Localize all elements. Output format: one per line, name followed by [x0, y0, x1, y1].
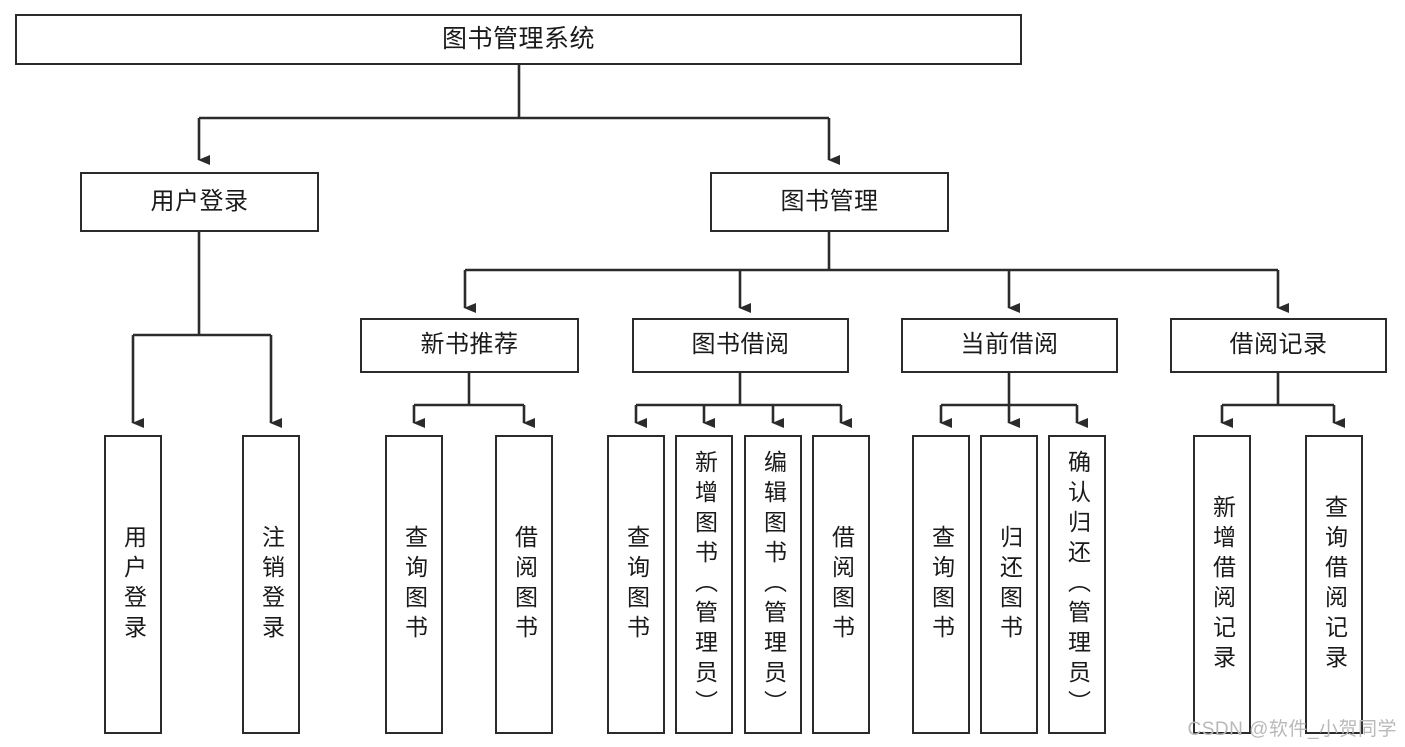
leaf-user-login-label: 用户登录 — [120, 524, 147, 645]
node-root[interactable]: 图书管理系统 — [15, 14, 1022, 65]
watermark: CSDN @软件_小贺同学 — [1187, 719, 1397, 740]
node-borrow-record-label: 借阅记录 — [1229, 331, 1328, 359]
leaf-borrow-query-book-label: 查询图书 — [623, 524, 650, 645]
leaf-new-book-borrow-label: 借阅图书 — [511, 524, 538, 645]
node-current-borrow-label: 当前借阅 — [960, 331, 1059, 359]
leaf-add-book-admin-label: 新增图书（管理员） — [691, 449, 718, 720]
leaf-query-borrow-record-label: 查询借阅记录 — [1321, 494, 1348, 675]
node-current-borrow[interactable]: 当前借阅 — [901, 318, 1118, 373]
node-root-label: 图书管理系统 — [441, 24, 595, 53]
leaf-user-login[interactable]: 用户登录 — [104, 435, 162, 734]
leaf-new-book-query[interactable]: 查询图书 — [385, 435, 443, 734]
node-new-book-recommend[interactable]: 新书推荐 — [360, 318, 579, 373]
leaf-edit-book-admin[interactable]: 编辑图书（管理员） — [744, 435, 802, 734]
leaf-current-query-book-label: 查询图书 — [928, 524, 955, 645]
leaf-return-book-label: 归还图书 — [996, 524, 1023, 645]
node-book-borrow[interactable]: 图书借阅 — [632, 318, 849, 373]
leaf-query-borrow-record[interactable]: 查询借阅记录 — [1305, 435, 1363, 734]
leaf-new-book-borrow[interactable]: 借阅图书 — [495, 435, 553, 734]
leaf-add-book-admin[interactable]: 新增图书（管理员） — [675, 435, 733, 734]
node-book-management[interactable]: 图书管理 — [710, 172, 949, 232]
leaf-current-query-book[interactable]: 查询图书 — [912, 435, 970, 734]
node-borrow-record[interactable]: 借阅记录 — [1170, 318, 1387, 373]
node-book-management-label: 图书管理 — [780, 187, 879, 215]
leaf-borrow-book-label: 借阅图书 — [828, 524, 855, 645]
leaf-new-book-query-label: 查询图书 — [401, 524, 428, 645]
leaf-return-book[interactable]: 归还图书 — [980, 435, 1038, 734]
leaf-logout[interactable]: 注销登录 — [242, 435, 300, 734]
node-book-borrow-label: 图书借阅 — [691, 331, 790, 359]
leaf-add-borrow-record-label: 新增借阅记录 — [1209, 494, 1236, 675]
leaf-logout-label: 注销登录 — [258, 524, 285, 645]
node-user-login[interactable]: 用户登录 — [80, 172, 319, 232]
node-user-login-label: 用户登录 — [150, 187, 249, 215]
leaf-edit-book-admin-label: 编辑图书（管理员） — [760, 449, 787, 720]
leaf-borrow-query-book[interactable]: 查询图书 — [607, 435, 665, 734]
leaf-borrow-book[interactable]: 借阅图书 — [812, 435, 870, 734]
leaf-confirm-return-admin[interactable]: 确认归还（管理员） — [1048, 435, 1106, 734]
leaf-add-borrow-record[interactable]: 新增借阅记录 — [1193, 435, 1251, 734]
leaf-confirm-return-admin-label: 确认归还（管理员） — [1064, 449, 1091, 720]
node-new-book-recommend-label: 新书推荐 — [420, 331, 519, 359]
